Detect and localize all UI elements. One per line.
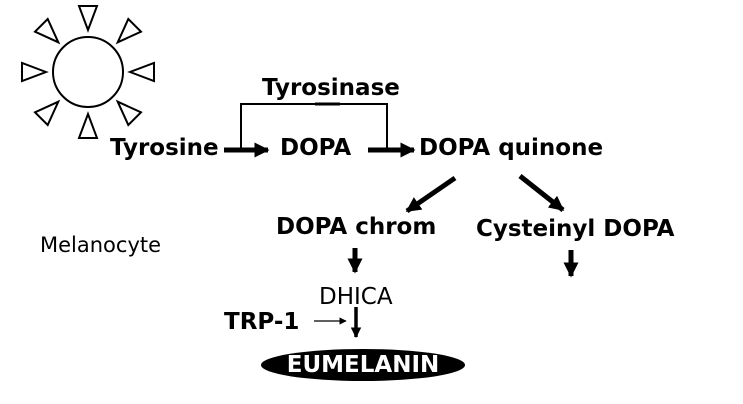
- label-dopa-quinone: DOPA quinone: [419, 135, 604, 161]
- label-dopa-chrom: DOPA chrom: [276, 214, 437, 240]
- sun-ray: [21, 61, 49, 83]
- sun-ray: [77, 111, 99, 139]
- sun-ray: [127, 61, 155, 83]
- label-dhica: DHICA: [319, 284, 393, 310]
- label-eumelanin: EUMELANIN: [261, 349, 465, 381]
- label-cysteinyl-dopa: Cysteinyl DOPA: [476, 216, 675, 242]
- sun-ray: [33, 99, 61, 127]
- sun-ray: [77, 5, 99, 33]
- label-tyrosinase: Tyrosinase: [262, 75, 400, 101]
- tyrosinase-bracket: [240, 102, 388, 148]
- label-dopa: DOPA: [280, 135, 352, 161]
- arrow-quinone-to-cysteinyl: [518, 174, 565, 212]
- sun-ray: [115, 99, 143, 127]
- label-melanocyte: Melanocyte: [40, 233, 162, 257]
- arrow-quinone-to-dopachrom: [405, 175, 457, 214]
- label-tyrosine: Tyrosine: [110, 135, 219, 161]
- sun-icon: [21, 5, 155, 139]
- sun-ray: [33, 17, 61, 45]
- sun-ray: [115, 17, 143, 45]
- label-trp-1: TRP-1: [224, 309, 300, 335]
